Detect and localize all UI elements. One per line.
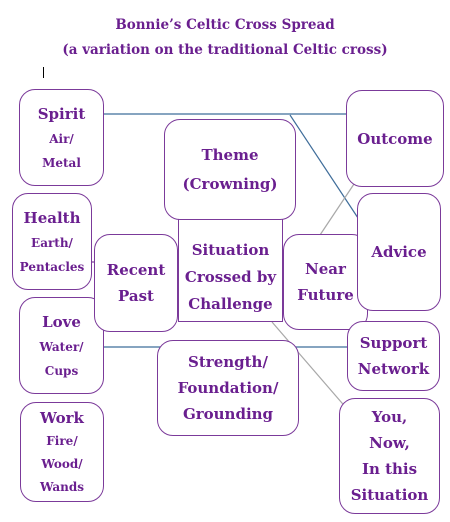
support-network-card: Support Network	[347, 321, 440, 391]
spirit-card: Spirit Air/ Metal	[19, 89, 104, 186]
health-label: Health	[23, 208, 81, 227]
you-line4: Situation	[350, 486, 429, 504]
situation-card: Situation Crossed by Challenge	[178, 237, 283, 318]
situation-line2: Crossed by	[184, 268, 277, 286]
you-line1: You,	[371, 408, 408, 426]
strength-card: Strength/ Foundation/ Grounding	[157, 340, 299, 436]
health-sub2: Pentacles	[19, 259, 85, 274]
you-now-card: You, Now, In this Situation	[339, 398, 440, 514]
health-card: Health Earth/ Pentacles	[12, 193, 92, 290]
near-future-line2: Future	[297, 286, 354, 304]
spirit-sub2: Metal	[42, 155, 81, 170]
work-sub2: Wood/	[41, 456, 83, 471]
spirit-label: Spirit	[37, 104, 86, 123]
strength-line2: Foundation/	[177, 379, 279, 397]
work-sub1: Fire/	[46, 433, 78, 448]
support-line1: Support	[359, 334, 428, 352]
situation-card-frame	[178, 217, 283, 322]
advice-card: Advice	[357, 193, 441, 311]
love-sub2: Cups	[44, 363, 79, 378]
love-label: Love	[42, 312, 81, 331]
love-sub1: Water/	[39, 339, 84, 354]
outcome-label: Outcome	[357, 129, 433, 148]
you-line2: Now,	[369, 434, 410, 452]
outcome-card: Outcome	[346, 90, 444, 187]
support-line2: Network	[357, 360, 430, 378]
theme-line1: Theme	[201, 145, 259, 164]
diagram-subtitle: (a variation on the traditional Celtic c…	[62, 42, 388, 58]
near-future-line1: Near	[305, 260, 346, 278]
advice-label: Advice	[371, 243, 427, 261]
recent-past-line1: Recent	[106, 261, 166, 279]
situation-line1: Situation	[191, 241, 270, 259]
theme-line2: (Crowning)	[182, 174, 278, 193]
diagram-title: Bonnie’s Celtic Cross Spread	[115, 17, 335, 33]
health-sub1: Earth/	[31, 235, 73, 250]
love-card: Love Water/ Cups	[19, 297, 104, 394]
strength-line1: Strength/	[188, 353, 268, 371]
text-cursor	[43, 67, 44, 78]
situation-line3: Challenge	[188, 295, 273, 313]
recent-past-line2: Past	[118, 287, 154, 305]
line-near-future-outcome	[317, 174, 361, 239]
you-line3: In this	[361, 460, 418, 478]
work-card: Work Fire/ Wood/ Wands	[20, 402, 104, 502]
work-sub3: Wands	[39, 479, 85, 494]
line-theme-advice	[289, 114, 359, 219]
line-situation-you	[271, 321, 349, 411]
work-label: Work	[40, 408, 84, 427]
theme-card: Theme (Crowning)	[164, 119, 296, 220]
near-future-card: Near Future	[283, 234, 368, 330]
recent-past-card: Recent Past	[94, 234, 178, 332]
strength-line3: Grounding	[182, 405, 274, 423]
spirit-sub1: Air/	[49, 131, 74, 146]
